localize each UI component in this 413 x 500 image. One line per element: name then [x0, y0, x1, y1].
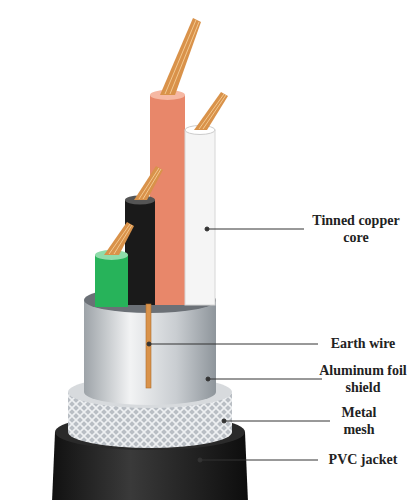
leader-dot — [222, 419, 226, 423]
orange-wire — [150, 95, 185, 305]
part-label: Earth wire — [318, 335, 408, 352]
leader-dot — [206, 377, 210, 381]
strand-lines — [165, 20, 199, 94]
strand-lines — [199, 94, 226, 129]
leader-line — [224, 421, 330, 422]
leader-line — [149, 344, 318, 345]
leader-line — [208, 379, 322, 380]
leader-dot — [147, 342, 151, 346]
copper-strands — [134, 166, 163, 200]
part-label: Metal mesh — [328, 404, 390, 438]
strand-lines — [139, 168, 161, 199]
leader-line — [207, 229, 304, 230]
part-label: PVC jacket — [318, 451, 408, 468]
copper-strands — [104, 222, 134, 255]
leader-dot — [198, 458, 202, 462]
part-label: Aluminum foil shield — [318, 362, 408, 396]
copper-strands — [194, 92, 228, 130]
strand-lines — [109, 224, 132, 254]
black-wire — [125, 200, 155, 305]
leader-dot — [205, 227, 209, 231]
leader-line — [200, 460, 318, 461]
part-label: Tinned copper core — [310, 212, 402, 246]
green-wire — [95, 255, 128, 307]
aluminum-foil — [84, 300, 216, 405]
white-wire — [185, 130, 215, 305]
copper-strands — [160, 18, 201, 95]
earth-wire — [146, 304, 151, 388]
